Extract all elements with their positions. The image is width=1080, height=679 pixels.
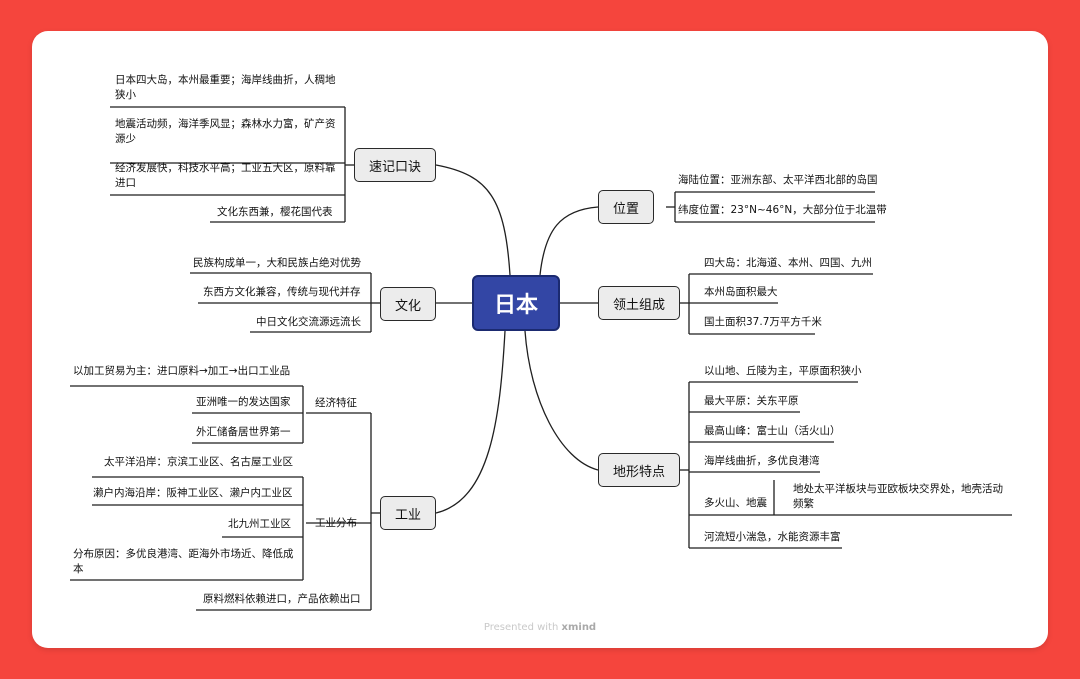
industry-distribution-label[interactable]: 工业分布 [315, 517, 357, 529]
mnemonic-item[interactable]: 经济发展快，科技水平高；工业五大区，原料靠进口 [115, 162, 336, 189]
distribution-item[interactable]: 分布原因：多优良港湾、距海外市场近、降低成本 [73, 548, 294, 575]
branch-territory[interactable]: 领土组成 [598, 286, 680, 320]
terrain-item[interactable]: 河流短小湍急，水能资源丰富 [704, 531, 841, 543]
branch-culture[interactable]: 文化 [380, 287, 436, 321]
territory-item[interactable]: 本州岛面积最大 [704, 286, 778, 298]
culture-item[interactable]: 东西方文化兼容，传统与现代并存 [203, 286, 361, 298]
branch-terrain[interactable]: 地形特点 [598, 453, 680, 487]
mnemonic-item[interactable]: 地震活动频，海洋季风显；森林水力富，矿产资源少 [115, 118, 336, 145]
distribution-item[interactable]: 濑户内海沿岸：阪神工业区、濑户内工业区 [93, 487, 293, 499]
location-item[interactable]: 纬度位置：23°N~46°N，大部分位于北温带 [678, 204, 887, 216]
location-item[interactable]: 海陆位置：亚洲东部、太平洋西北部的岛国 [678, 174, 878, 186]
xmind-brand: xmind [561, 622, 597, 633]
footer-prefix: Presented with [483, 622, 559, 633]
terrain-volcano-detail[interactable]: 地处太平洋板块与亚欧板块交界处，地壳活动频繁 [793, 483, 1003, 510]
industry-economy-label[interactable]: 经济特征 [315, 397, 357, 409]
branch-location[interactable]: 位置 [598, 190, 654, 224]
economy-item[interactable]: 外汇储备居世界第一 [196, 426, 291, 438]
distribution-item[interactable]: 太平洋沿岸：京滨工业区、名古屋工业区 [104, 456, 293, 468]
economy-item[interactable]: 亚洲唯一的发达国家 [196, 396, 291, 408]
terrain-item[interactable]: 最高山峰：富士山（活火山） [704, 425, 841, 437]
culture-item[interactable]: 民族构成单一，大和民族占绝对优势 [193, 257, 361, 269]
distribution-item[interactable]: 北九州工业区 [228, 518, 291, 530]
terrain-item[interactable]: 海岸线曲折，多优良港湾 [704, 455, 820, 467]
industry-item[interactable]: 原料燃料依赖进口，产品依赖出口 [203, 593, 361, 605]
territory-item[interactable]: 国土面积37.7万平方千米 [704, 316, 822, 328]
terrain-item[interactable]: 多火山、地震 [704, 497, 767, 509]
branch-industry[interactable]: 工业 [380, 496, 436, 530]
branch-mnemonic[interactable]: 速记口诀 [354, 148, 436, 182]
terrain-item[interactable]: 最大平原：关东平原 [704, 395, 799, 407]
culture-item[interactable]: 中日文化交流源远流长 [256, 316, 361, 328]
terrain-item[interactable]: 以山地、丘陵为主，平原面积狭小 [704, 365, 862, 377]
territory-item[interactable]: 四大岛：北海道、本州、四国、九州 [704, 257, 872, 269]
presented-with-footer: Presented with xmind [0, 622, 1080, 633]
economy-item[interactable]: 以加工贸易为主：进口原料→加工→出口工业品 [73, 365, 291, 377]
mnemonic-item[interactable]: 文化东西兼，樱花国代表 [217, 206, 333, 218]
canvas-card [32, 31, 1048, 648]
mnemonic-item[interactable]: 日本四大岛，本州最重要；海岸线曲折，人稠地狭小 [115, 74, 336, 101]
central-topic[interactable]: 日本 [472, 275, 560, 331]
